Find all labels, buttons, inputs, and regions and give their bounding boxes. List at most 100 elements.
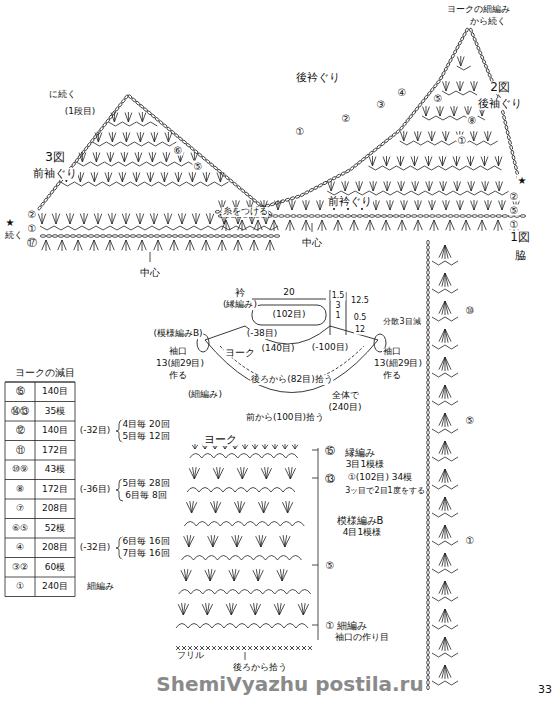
chain-stitch: [82, 235, 87, 238]
stitch-line: [488, 132, 491, 141]
stitch-line: [401, 201, 404, 210]
chain-stitch: [451, 54, 455, 59]
stitch-line: [275, 445, 278, 449]
stitch-line: [114, 113, 117, 122]
stitch-line: [439, 413, 445, 426]
chain-stitch: [313, 186, 318, 190]
chain-stitch: [418, 215, 423, 218]
stitch-line: [290, 468, 295, 479]
stitch-line: [482, 182, 485, 191]
stitch-line: [35, 382, 36, 597]
stitch-line: [445, 413, 448, 427]
stitch-line: [445, 273, 448, 287]
stitch-line: [442, 581, 445, 595]
chain-stitch: [427, 385, 430, 389]
chain-stitch: [427, 545, 430, 549]
chart-label: ⑮: [324, 445, 336, 456]
chart-label: ③: [376, 99, 387, 110]
stitch-line: [439, 469, 445, 482]
chart-label: ⑧: [467, 115, 478, 126]
stitch-line: [200, 646, 204, 650]
chain-stitch: [220, 235, 225, 238]
chart-label: 2図: [489, 81, 511, 94]
chart-label: 12.5: [350, 297, 370, 306]
chain-stitch: [506, 130, 510, 135]
stitch-line: [439, 301, 445, 314]
stitch-line: [207, 604, 212, 615]
stitch-line: [471, 157, 474, 166]
chart-label: 3図: [44, 151, 66, 164]
chain-stitch: [427, 335, 430, 339]
stitch-line: [128, 113, 131, 122]
stitch-line: [259, 535, 261, 547]
chart-label: ①: [27, 223, 38, 234]
chain-stitch: [339, 215, 344, 218]
stitch-line: [306, 201, 309, 210]
stitch-line: [398, 182, 401, 191]
stitch-line: [445, 525, 448, 539]
stitch-line: [387, 182, 390, 191]
stitch-line: [446, 220, 450, 230]
chart-label: 1: [334, 312, 341, 321]
chain-stitch: [427, 635, 430, 639]
stitch-line: [290, 646, 294, 650]
chain-arch: [179, 590, 311, 595]
stitch-line: [322, 220, 326, 230]
stitch-line: [254, 240, 258, 250]
stitch-line: [445, 637, 448, 651]
stitch-line: [178, 173, 181, 182]
stitch-line: [266, 468, 271, 479]
chart-label: 3ッ目で2目1度をする: [344, 487, 425, 496]
stitch-line: [434, 220, 438, 230]
chain-stitch: [430, 215, 435, 218]
chain-stitch: [427, 245, 430, 249]
chain-stitch: [387, 215, 392, 218]
chain-stitch: [190, 235, 195, 238]
stitch-line: [212, 646, 216, 650]
chain-stitch: [490, 215, 495, 218]
chain-stitch: [427, 660, 430, 664]
chain-stitch: [427, 685, 430, 689]
stitch-line: [387, 201, 390, 210]
chain-stitch: [166, 235, 171, 238]
stitch-line: [238, 220, 242, 230]
stitch-line: [460, 82, 463, 91]
stitch-line: [302, 646, 306, 650]
table-cell: ヨークの減目: [14, 367, 76, 378]
stitch-line: [254, 646, 258, 650]
chain-stitch: [504, 120, 508, 125]
stitch-line: [425, 157, 428, 166]
stitch-line: [206, 603, 208, 615]
stitch-line: [482, 220, 486, 230]
stitch-line: [230, 603, 232, 615]
chain-arch: [442, 91, 477, 95]
stitch-line: [450, 220, 454, 230]
stitch-line: [170, 240, 174, 250]
stitch-line: [5, 596, 75, 597]
chain-stitch: [333, 215, 338, 218]
stitch-line: [260, 646, 264, 650]
stitch-line: [445, 609, 451, 622]
chain-stitch: [427, 465, 430, 469]
chain-arch: [432, 317, 458, 321]
stitch-line: [338, 220, 342, 230]
chain-stitch: [427, 550, 430, 554]
stitch-line: [442, 665, 445, 679]
table-cell: ⑦: [15, 504, 25, 514]
stitch-line: [471, 82, 474, 91]
chain-stitch: [427, 250, 430, 254]
stitch-line: [439, 245, 445, 258]
stitch-line: [439, 273, 445, 286]
stitch-line: [457, 201, 460, 210]
stitch-line: [451, 107, 454, 116]
chain-arch: [432, 541, 458, 545]
stitch-line: [74, 240, 78, 250]
stitch-line: [46, 240, 50, 250]
chain-stitch: [427, 430, 430, 434]
stitch-line: [279, 604, 284, 615]
chain-stitch: [511, 150, 515, 155]
chain-stitch: [136, 235, 141, 238]
stitch-line: [242, 646, 246, 650]
chart-label: ①: [465, 535, 476, 546]
stitch-line: [485, 157, 488, 166]
